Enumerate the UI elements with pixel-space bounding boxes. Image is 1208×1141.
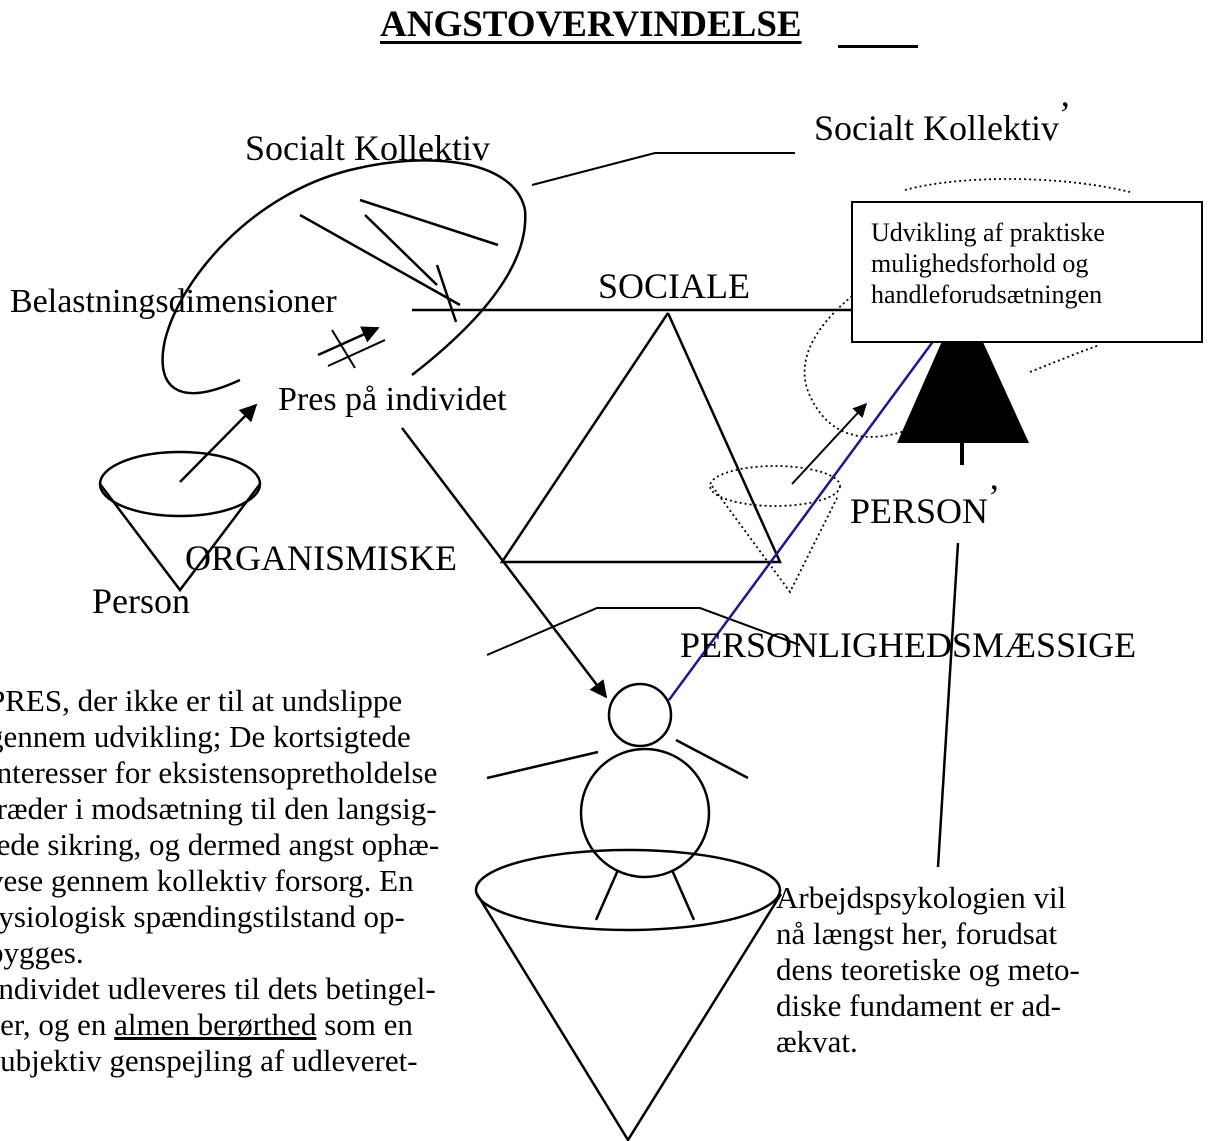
stress-arrow-up: [317, 326, 380, 357]
underlined-term: almen berørthed: [114, 1007, 317, 1042]
large-funnel-top: [474, 848, 782, 932]
box-line-2: mulighedsforhold og: [871, 249, 1089, 278]
person-prime-connector: [936, 542, 960, 868]
box-line-1: Udvikling af praktiske: [871, 218, 1105, 247]
work-psychology-paragraph: Arbejdspsykologien vil nå længst her, fo…: [776, 880, 1080, 1060]
person-funnel-top: [98, 450, 262, 518]
social-collective-prime-label: Socialt Kollektiv’: [814, 94, 1071, 148]
collective-line-1: [299, 213, 461, 307]
collective-line-3: [364, 214, 438, 286]
para-line: dens teoretiske og meto-: [776, 952, 1080, 987]
person-funnel-body: [99, 483, 261, 593]
person-label: Person: [92, 581, 190, 621]
collective-connector: [531, 152, 795, 186]
para-line: PRES, der ikke er til at undslippe: [0, 683, 403, 718]
para-line: tede sikring, og dermed angst ophæ-: [0, 827, 440, 862]
person-prime-label: PERSON’: [850, 477, 1001, 531]
para-line: nå længst her, forudsat: [776, 916, 1058, 951]
prime-mark-2: ’: [988, 477, 1001, 517]
development-box: Udvikling af praktiske mulighedsforhold …: [851, 201, 1203, 343]
figure-arm-left: [486, 750, 599, 780]
dotted-cone-body: [711, 485, 839, 594]
prime-mark-1: ’: [1058, 94, 1071, 134]
pressure-to-individual-arrow: [401, 427, 608, 699]
para-line-mixed: ser, og en almen berørthed som en: [0, 1007, 439, 1043]
central-triangle: [499, 312, 782, 564]
person-to-pressure-arrow: [179, 403, 258, 483]
collective-line-4: [435, 264, 458, 323]
stress-arrow-slash: [331, 329, 356, 369]
para-line: diske fundament er ad-: [776, 988, 1061, 1023]
stress-dimensions-label: Belastningsdimensioner: [10, 283, 337, 320]
figure-body: [579, 747, 711, 879]
figure-leg-left: [594, 869, 620, 921]
para-line: fysiologisk spændingstilstand op-: [0, 899, 405, 934]
para-line: gennem udvikling; De kortsigtede: [0, 719, 411, 754]
person-prime-triangle: [897, 296, 1029, 443]
social-collective-ellipse: [161, 159, 527, 395]
box-line-3: handleforudsætningen: [871, 280, 1103, 309]
personality-label: PERSONLIGHEDSMÆSSIGE: [680, 625, 1137, 665]
para-line: bygges.: [0, 935, 84, 970]
para-text: ser, og en: [0, 1007, 115, 1042]
para-line: vese gennem kollektiv forsorg. En: [0, 863, 414, 898]
title-underline-tail: [838, 45, 918, 48]
figure-head: [607, 682, 673, 748]
large-funnel-body: [475, 893, 783, 1141]
para-line: interesser for eksistensopretholdelse: [0, 755, 438, 790]
figure-leg-right: [670, 869, 696, 921]
development-line: [667, 331, 942, 701]
para-line: subjektiv genspejling af udleveret-: [0, 1043, 418, 1078]
collective-line-2: [359, 198, 499, 247]
social-collective-label: Socialt Kollektiv: [245, 128, 490, 168]
dotted-collective-ellipse: [803, 178, 1131, 438]
figure-roof: [486, 607, 801, 656]
organismic-label: ORGANISMISKE: [185, 538, 458, 578]
social-axis-label: SOCIALE: [598, 266, 750, 306]
para-line: Arbejdspsykologien vil: [776, 880, 1067, 915]
para-line: træder i modsætning til den langsig-: [0, 791, 437, 826]
para-line: Individet udleveres til dets betingel-: [0, 971, 436, 1006]
pressure-paragraph: PRES, der ikke er til at undslippe genne…: [0, 683, 439, 1079]
pressure-label: Pres på individet: [278, 381, 507, 418]
para-text: som en: [316, 1007, 413, 1042]
dotted-cone-top: [709, 465, 841, 507]
page-title: ANGSTOVERVINDELSE: [380, 4, 802, 45]
figure-arm-right: [675, 738, 749, 780]
para-line: ækvat.: [776, 1024, 858, 1059]
stress-arrow-down: [327, 339, 386, 367]
dotted-arrow: [791, 402, 867, 485]
